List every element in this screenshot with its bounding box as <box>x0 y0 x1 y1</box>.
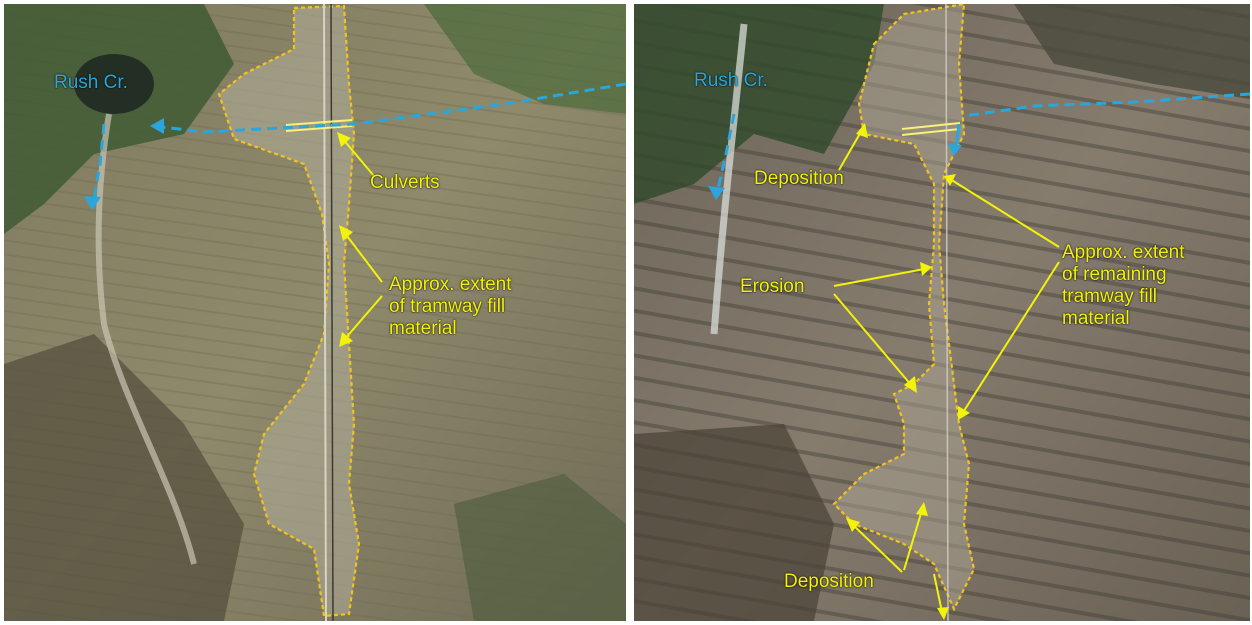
creek-label: Rush Cr. <box>54 72 128 93</box>
deposition-leader-arrow <box>933 573 943 613</box>
creek-arrow <box>84 196 101 210</box>
extent-leader-arrow <box>343 295 383 341</box>
right-aerial-map <box>634 4 1250 621</box>
tramway-fill-outline <box>832 4 976 612</box>
creek-line <box>153 82 626 134</box>
culvert <box>285 125 353 132</box>
vegetation-patch <box>4 4 234 234</box>
culvert <box>901 128 961 136</box>
vegetation-patch <box>1014 4 1250 99</box>
deposition-bottom-label: Deposition <box>784 571 874 592</box>
waterfall <box>710 23 748 335</box>
culverts-label: Culverts <box>370 172 440 193</box>
vegetation-patch <box>634 424 834 621</box>
fill-extent-label: Approx. extent of tramway fill material <box>389 274 512 339</box>
erosion-leader-arrow <box>833 268 925 287</box>
creek-arrow <box>708 186 725 200</box>
tramway-fill-outline <box>217 4 361 618</box>
deposition-top-label: Deposition <box>754 168 844 189</box>
erosion-leader-arrow-head <box>904 376 917 393</box>
right-aerial-photo: Rush Cr. Deposition Erosion Approx. exte… <box>634 4 1250 621</box>
culverts-leader-arrow <box>341 137 375 177</box>
vegetation-patch <box>634 4 884 204</box>
vegetation-patch <box>4 334 244 621</box>
creek-line <box>963 92 1250 118</box>
tramway-fill-area <box>834 4 974 609</box>
erosion-leader-arrow-head <box>920 262 932 276</box>
tramway-track <box>330 4 334 621</box>
left-aerial-map <box>4 4 626 621</box>
creek-arrow <box>948 144 962 156</box>
deposition-leader-arrow <box>851 523 903 573</box>
creek-line <box>716 113 736 190</box>
extent-leader-arrow <box>343 231 383 283</box>
creek-label: Rush Cr. <box>694 70 768 91</box>
deposition-leader-arrow-head <box>937 607 949 620</box>
creek-arrow <box>150 118 164 134</box>
extent-leader-arrow-head <box>339 225 353 241</box>
deposition-leader-arrow-head <box>856 123 868 138</box>
culverts-leader-arrow-head <box>337 132 351 147</box>
fill-extent-label: Approx. extent of remaining tramway fill… <box>1062 242 1185 329</box>
extent-leader-arrow <box>949 178 1060 248</box>
deposition-leader-arrow <box>903 509 923 571</box>
culvert <box>285 119 353 126</box>
pond <box>74 54 154 114</box>
extent-leader-arrow-head <box>958 406 970 420</box>
deposition-leader-arrow-head <box>846 518 860 532</box>
left-aerial-photo: Rush Cr. Culverts Approx. extent of tram… <box>4 4 626 621</box>
deposition-leader-arrow-head <box>916 502 928 516</box>
tramway-track <box>323 4 327 621</box>
creek-bed <box>95 113 197 565</box>
extent-leader-arrow-head <box>339 332 353 347</box>
deposition-leader-arrow <box>838 129 863 171</box>
vegetation-patch <box>424 4 626 114</box>
culvert <box>901 122 961 130</box>
creek-line <box>92 123 106 200</box>
vegetation-patch <box>454 474 626 621</box>
extent-leader-arrow <box>961 261 1060 415</box>
erosion-label: Erosion <box>740 276 805 297</box>
tramway-track <box>945 4 949 621</box>
extent-leader-arrow-head <box>944 174 956 186</box>
erosion-leader-arrow <box>833 293 913 387</box>
